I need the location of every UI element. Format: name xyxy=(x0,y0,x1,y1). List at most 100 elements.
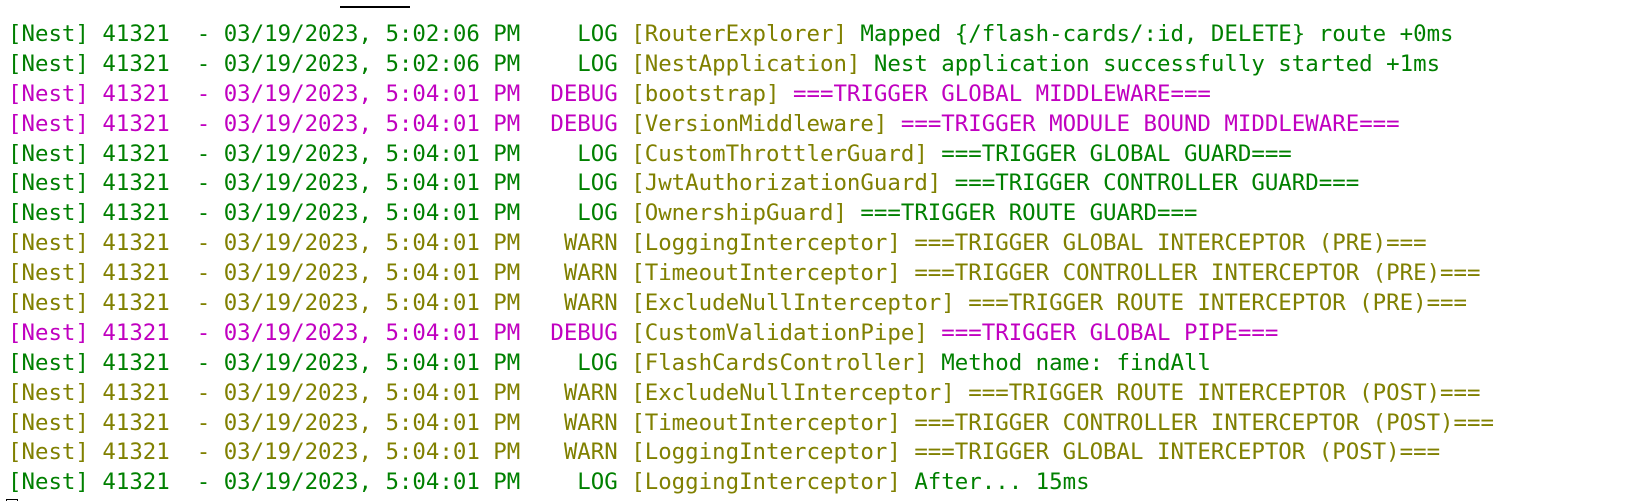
scroll-divider xyxy=(340,6,410,8)
log-timestamp: 03/19/2023, 5:04:01 PM xyxy=(223,439,521,466)
log-line: [Nest] 41321 - 03/19/2023, 5:02:06 PM LO… xyxy=(8,50,1494,80)
log-message: Nest application successfully started +1… xyxy=(873,50,1441,77)
log-line: [Nest] 41321 - 03/19/2023, 5:04:01 PM WA… xyxy=(8,229,1494,259)
log-prefix: [Nest] 41321 - xyxy=(8,80,224,107)
log-message: ===TRIGGER CONTROLLER INTERCEPTOR (POST)… xyxy=(914,409,1494,436)
log-level: WARN xyxy=(563,409,618,436)
log-prefix: [Nest] 41321 - xyxy=(8,260,224,287)
log-message: ===TRIGGER ROUTE INTERCEPTOR (PRE)=== xyxy=(968,290,1468,317)
log-message: After... 15ms xyxy=(914,469,1090,496)
log-context: [TimeoutInterceptor] xyxy=(631,409,901,436)
log-prefix: [Nest] 41321 - xyxy=(8,110,224,137)
log-timestamp: 03/19/2023, 5:04:01 PM xyxy=(223,349,521,376)
log-context: [LoggingInterceptor] xyxy=(631,439,901,466)
log-message: ===TRIGGER ROUTE INTERCEPTOR (POST)=== xyxy=(968,379,1481,406)
log-prefix: [Nest] 41321 - xyxy=(8,319,224,346)
log-message: Method name: findAll xyxy=(941,349,1211,376)
log-message: ===TRIGGER GLOBAL PIPE=== xyxy=(941,319,1279,346)
log-timestamp: 03/19/2023, 5:04:01 PM xyxy=(223,140,521,167)
log-context: [TimeoutInterceptor] xyxy=(631,260,901,287)
log-message: ===TRIGGER CONTROLLER GUARD=== xyxy=(954,170,1360,197)
log-context: [VersionMiddleware] xyxy=(631,110,888,137)
log-prefix: [Nest] 41321 - xyxy=(8,230,224,257)
log-prefix: [Nest] 41321 - xyxy=(8,439,224,466)
log-line: [Nest] 41321 - 03/19/2023, 5:04:01 PM WA… xyxy=(8,259,1494,289)
log-prefix: [Nest] 41321 - xyxy=(8,50,224,77)
log-prefix: [Nest] 41321 - xyxy=(8,349,224,376)
log-context: [ExcludeNullInterceptor] xyxy=(631,290,955,317)
log-level: WARN xyxy=(563,439,618,466)
log-message: ===TRIGGER CONTROLLER INTERCEPTOR (PRE)=… xyxy=(914,260,1481,287)
log-timestamp: 03/19/2023, 5:04:01 PM xyxy=(223,80,521,107)
log-context: [NestApplication] xyxy=(631,50,861,77)
log-line: [Nest] 41321 - 03/19/2023, 5:04:01 PM LO… xyxy=(8,199,1494,229)
log-timestamp: 03/19/2023, 5:04:01 PM xyxy=(223,230,521,257)
log-context: [JwtAuthorizationGuard] xyxy=(631,170,942,197)
log-message: ===TRIGGER GLOBAL INTERCEPTOR (POST)=== xyxy=(914,439,1441,466)
log-message: ===TRIGGER GLOBAL GUARD=== xyxy=(941,140,1292,167)
log-line: [Nest] 41321 - 03/19/2023, 5:04:01 PM DE… xyxy=(8,80,1494,110)
log-context: [OwnershipGuard] xyxy=(631,200,847,227)
log-prefix: [Nest] 41321 - xyxy=(8,469,224,496)
log-message: Mapped {/flash-cards/:id, DELETE} route … xyxy=(860,21,1454,47)
log-level: WARN xyxy=(563,379,618,406)
log-line: [Nest] 41321 - 03/19/2023, 5:04:01 PM WA… xyxy=(8,379,1494,409)
log-timestamp: 03/19/2023, 5:04:01 PM xyxy=(223,469,521,496)
log-prefix: [Nest] 41321 - xyxy=(8,170,224,197)
log-level: LOG xyxy=(577,170,618,197)
log-prefix: [Nest] 41321 - xyxy=(8,409,224,436)
log-context: [CustomValidationPipe] xyxy=(631,319,928,346)
log-timestamp: 03/19/2023, 5:04:01 PM xyxy=(223,290,521,317)
log-level: WARN xyxy=(563,260,618,287)
log-level: WARN xyxy=(563,290,618,317)
log-line: [Nest] 41321 - 03/19/2023, 5:04:01 PM DE… xyxy=(8,319,1494,349)
terminal-cursor xyxy=(6,499,18,501)
log-line: [Nest] 41321 - 03/19/2023, 5:04:01 PM LO… xyxy=(8,468,1494,498)
log-prefix: [Nest] 41321 - xyxy=(8,140,224,167)
log-line: [Nest] 41321 - 03/19/2023, 5:04:01 PM WA… xyxy=(8,409,1494,439)
log-timestamp: 03/19/2023, 5:04:01 PM xyxy=(223,170,521,197)
log-message: ===TRIGGER GLOBAL INTERCEPTOR (PRE)=== xyxy=(914,230,1427,257)
log-level: LOG xyxy=(577,140,618,167)
log-prefix: [Nest] 41321 - xyxy=(8,379,224,406)
log-prefix: [Nest] 41321 - xyxy=(8,290,224,317)
log-timestamp: 03/19/2023, 5:02:06 PM xyxy=(223,50,521,77)
log-context: [LoggingInterceptor] xyxy=(631,230,901,257)
log-context: [RouterExplorer] xyxy=(631,21,847,47)
log-level: DEBUG xyxy=(550,319,618,346)
log-context: [ExcludeNullInterceptor] xyxy=(631,379,955,406)
log-level: LOG xyxy=(577,50,618,77)
log-level: LOG xyxy=(577,469,618,496)
log-line: [Nest] 41321 - 03/19/2023, 5:04:01 PM WA… xyxy=(8,289,1494,319)
log-level: DEBUG xyxy=(550,110,618,137)
log-timestamp: 03/19/2023, 5:04:01 PM xyxy=(223,379,521,406)
log-message: ===TRIGGER MODULE BOUND MIDDLEWARE=== xyxy=(900,110,1400,137)
log-context: [LoggingInterceptor] xyxy=(631,469,901,496)
log-context: [FlashCardsController] xyxy=(631,349,928,376)
log-level: WARN xyxy=(563,230,618,257)
log-timestamp: 03/19/2023, 5:04:01 PM xyxy=(223,409,521,436)
log-context: [bootstrap] xyxy=(631,80,780,107)
log-level: DEBUG xyxy=(550,80,618,107)
log-timestamp: 03/19/2023, 5:04:01 PM xyxy=(223,260,521,287)
log-line: [Nest] 41321 - 03/19/2023, 5:04:01 PM DE… xyxy=(8,110,1494,140)
log-timestamp: 03/19/2023, 5:04:01 PM xyxy=(223,200,521,227)
log-prefix: [Nest] 41321 - xyxy=(8,200,224,227)
log-message: ===TRIGGER GLOBAL MIDDLEWARE=== xyxy=(793,80,1211,107)
log-line: [Nest] 41321 - 03/19/2023, 5:02:06 PM LO… xyxy=(8,20,1494,50)
log-level: LOG xyxy=(577,349,618,376)
log-level: LOG xyxy=(577,200,618,227)
log-line: [Nest] 41321 - 03/19/2023, 5:04:01 PM WA… xyxy=(8,438,1494,468)
log-prefix: [Nest] 41321 - xyxy=(8,21,224,47)
log-level: LOG xyxy=(577,21,618,47)
log-context: [CustomThrottlerGuard] xyxy=(631,140,928,167)
log-timestamp: 03/19/2023, 5:04:01 PM xyxy=(223,319,521,346)
log-output: [Nest] 41321 - 03/19/2023, 5:02:06 PM LO… xyxy=(8,20,1494,498)
log-timestamp: 03/19/2023, 5:04:01 PM xyxy=(223,110,521,137)
log-line: [Nest] 41321 - 03/19/2023, 5:04:01 PM LO… xyxy=(8,349,1494,379)
log-message: ===TRIGGER ROUTE GUARD=== xyxy=(860,200,1198,227)
log-line: [Nest] 41321 - 03/19/2023, 5:04:01 PM LO… xyxy=(8,169,1494,199)
log-timestamp: 03/19/2023, 5:02:06 PM xyxy=(223,21,521,47)
log-line: [Nest] 41321 - 03/19/2023, 5:04:01 PM LO… xyxy=(8,140,1494,170)
